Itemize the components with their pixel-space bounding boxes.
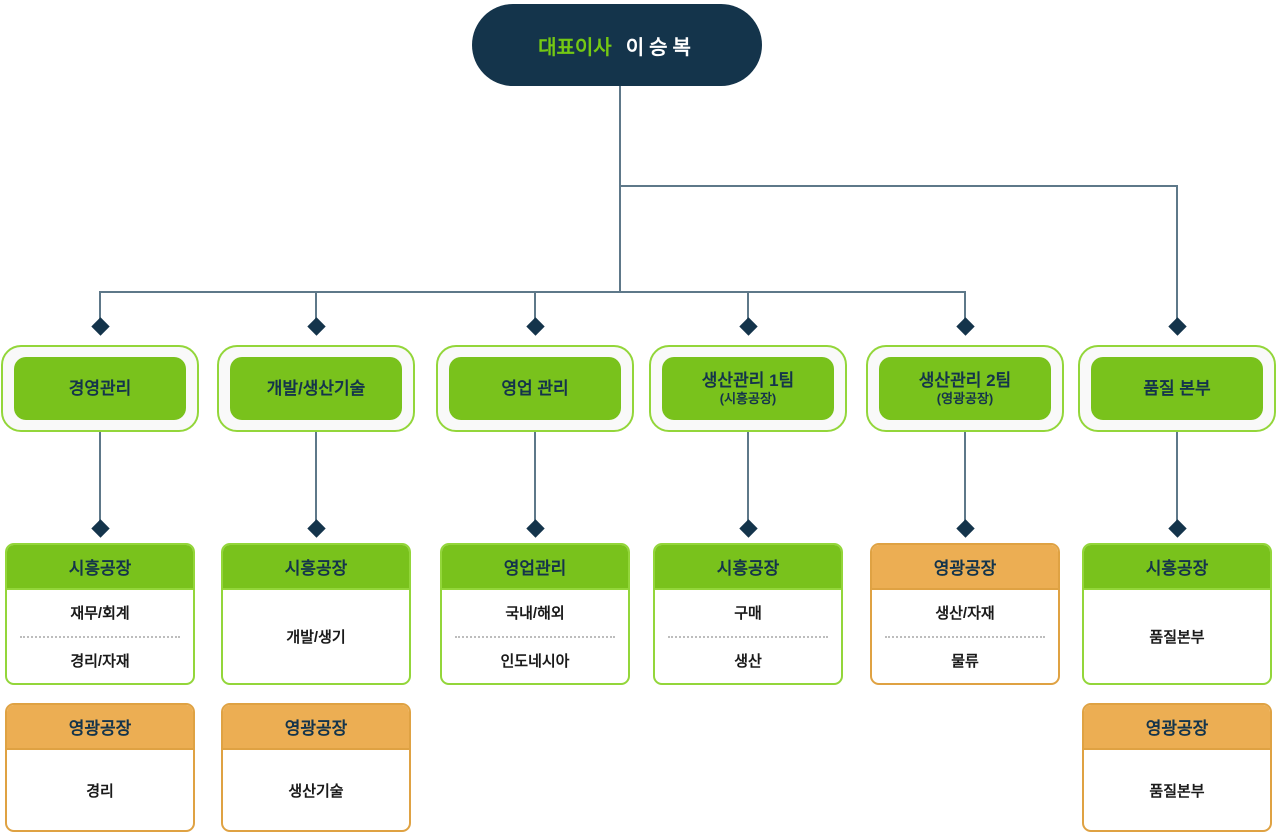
factory-card-item: 경리 — [86, 782, 114, 800]
factory-card-header: 영광공장 — [872, 545, 1058, 590]
factory-card: 시흥공장 개발/생기 — [221, 543, 411, 685]
factory-card-item: 인도네시아 — [500, 652, 570, 670]
dotted-divider — [455, 635, 615, 638]
factory-card: 영광공장 품질본부 — [1082, 703, 1272, 832]
factory-card: 시흥공장 구매 생산 — [653, 543, 843, 685]
connector-diamond — [526, 519, 545, 538]
connector-diamond — [1168, 519, 1187, 538]
factory-card-item: 생산 — [734, 652, 762, 670]
dept-label: 개발/생산기술 — [230, 357, 402, 420]
connector-line — [747, 291, 749, 321]
connector-line — [315, 291, 317, 321]
dept-node-production-team1: 생산관리 1팀 (시흥공장) — [649, 345, 847, 432]
factory-card-header: 시흥공장 — [223, 545, 409, 590]
factory-card-header: 시흥공장 — [655, 545, 841, 590]
dept-node-management: 경영관리 — [1, 345, 199, 432]
factory-card-item: 구매 — [734, 605, 762, 623]
factory-card: 영광공장 생산기술 — [221, 703, 411, 832]
dept-node-quality-division: 품질 본부 — [1078, 345, 1276, 432]
dotted-divider — [885, 635, 1045, 638]
connector-diamond — [307, 519, 326, 538]
dept-sublabel: (영광공장) — [936, 391, 994, 406]
dept-node-production-team2: 생산관리 2팀 (영광공장) — [866, 345, 1064, 432]
factory-card-item: 품질본부 — [1149, 629, 1205, 646]
dept-label: 생산관리 2팀 — [918, 370, 1012, 390]
factory-card: 영광공장 생산/자재 물류 — [870, 543, 1060, 685]
factory-card-item: 생산/자재 — [935, 605, 995, 623]
connector-line — [99, 291, 965, 293]
connector-diamond — [1168, 317, 1187, 336]
connector-line — [99, 432, 101, 523]
ceo-node: 대표이사 이승복 — [472, 4, 762, 86]
dept-sublabel: (시흥공장) — [719, 391, 777, 406]
connector-line — [964, 432, 966, 523]
factory-card-header: 영광공장 — [1084, 705, 1270, 750]
dotted-divider — [20, 635, 180, 638]
factory-card-item: 생산기술 — [288, 782, 344, 800]
factory-card: 영업관리 국내/해외 인도네시아 — [440, 543, 630, 685]
factory-card-item: 경리/자재 — [70, 652, 130, 670]
dotted-divider — [668, 635, 828, 638]
factory-card-item: 품질본부 — [1149, 782, 1205, 800]
dept-label: 품질 본부 — [1091, 357, 1263, 420]
factory-card-header: 시흥공장 — [1084, 545, 1270, 590]
factory-card-item: 물류 — [951, 652, 979, 670]
dept-node-sales-management: 영업 관리 — [436, 345, 634, 432]
connector-line — [619, 185, 1177, 187]
connector-line — [534, 432, 536, 523]
connector-line — [1176, 185, 1178, 321]
connector-diamond — [307, 317, 326, 336]
connector-diamond — [91, 317, 110, 336]
factory-card-header: 영업관리 — [442, 545, 628, 590]
factory-card: 시흥공장 품질본부 — [1082, 543, 1272, 685]
ceo-name: 이승복 — [625, 36, 696, 59]
connector-line — [534, 291, 536, 321]
connector-diamond — [739, 317, 758, 336]
connector-line — [619, 86, 621, 291]
connector-line — [1176, 432, 1178, 523]
dept-label: 영업 관리 — [449, 357, 621, 420]
dept-label: 생산관리 1팀 — [701, 370, 795, 390]
factory-card-header: 영광공장 — [223, 705, 409, 750]
dept-node-dev-production-tech: 개발/생산기술 — [217, 345, 415, 432]
factory-card: 시흥공장 재무/회계 경리/자재 — [5, 543, 195, 685]
connector-diamond — [526, 317, 545, 336]
connector-diamond — [91, 519, 110, 538]
dept-label: 경영관리 — [14, 357, 186, 420]
factory-card-item: 재무/회계 — [70, 605, 130, 623]
connector-diamond — [739, 519, 758, 538]
connector-diamond — [956, 317, 975, 336]
factory-card-header: 영광공장 — [7, 705, 193, 750]
connector-line — [747, 432, 749, 523]
factory-card-item: 국내/해외 — [505, 605, 565, 623]
ceo-title: 대표이사 — [538, 36, 612, 59]
connector-diamond — [956, 519, 975, 538]
connector-line — [99, 291, 101, 321]
factory-card-header: 시흥공장 — [7, 545, 193, 590]
factory-card: 영광공장 경리 — [5, 703, 195, 832]
connector-line — [964, 291, 966, 321]
factory-card-item: 개발/생기 — [286, 629, 346, 646]
connector-line — [315, 432, 317, 523]
